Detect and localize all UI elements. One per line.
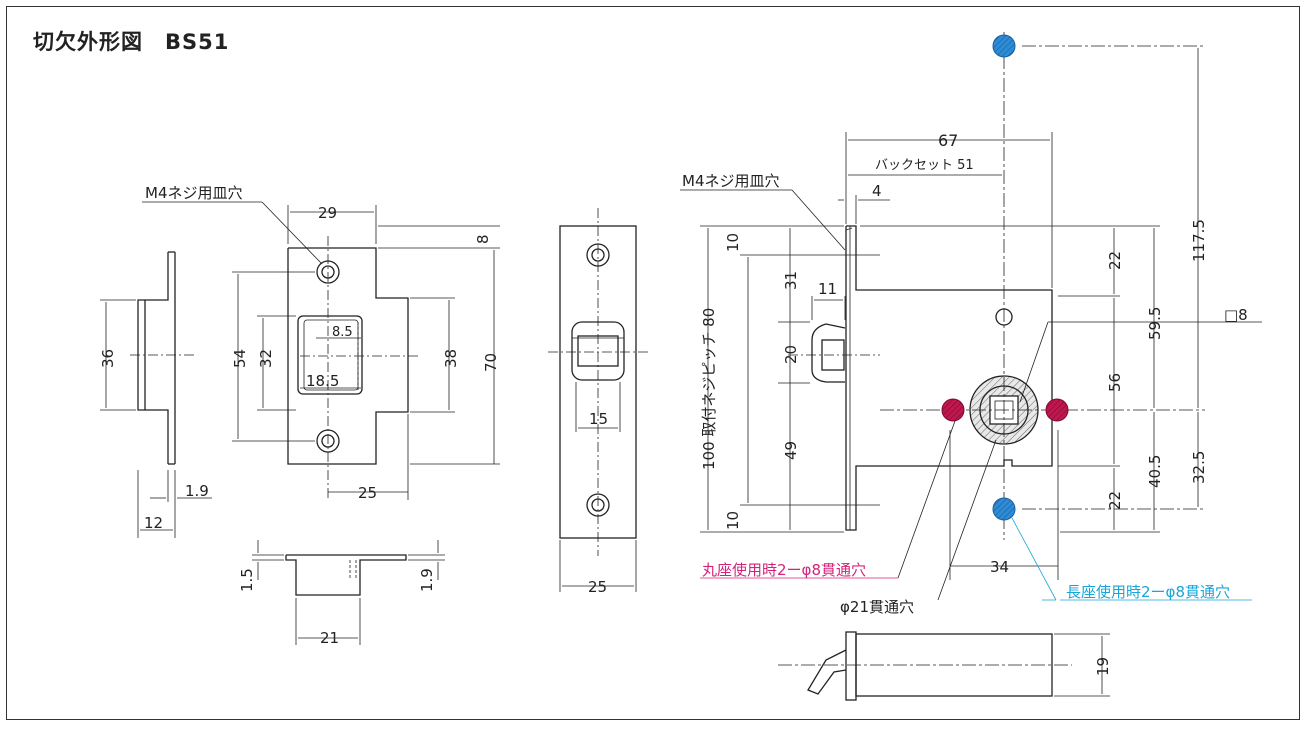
strike-side-dims: [100, 299, 212, 538]
strike-screw-label: M4ネジ用皿穴: [145, 184, 243, 202]
blue-hole-top: [992, 34, 1016, 58]
lock-screw-label: M4ネジ用皿穴: [682, 172, 780, 190]
dim-22-top: 22: [1106, 251, 1124, 270]
dim-1-9-bottom: 1.9: [418, 568, 436, 592]
strike-plate-dims: [232, 205, 500, 500]
dim-32-5: 32.5: [1190, 451, 1208, 484]
dim-8-5: 8.5: [332, 325, 353, 340]
dim-67: 67: [938, 131, 958, 150]
through-hole-label: φ21貫通穴: [840, 598, 914, 616]
dim-22-bottom: 22: [1106, 491, 1124, 510]
front-plate-dims: [548, 208, 650, 592]
strike-bottom-view: [285, 554, 407, 596]
dim-70: 70: [482, 353, 500, 372]
dim-32: 32: [257, 349, 275, 368]
dim-1-5: 1.5: [238, 568, 256, 592]
dim-18-5: 18.5: [306, 372, 339, 390]
drawing-frame: [6, 6, 1300, 720]
dim-25-plate: 25: [588, 578, 607, 596]
drawing-title: 切欠外形図 BS51: [33, 30, 230, 54]
red-hole-right: [1045, 398, 1069, 422]
dim-10-top: 10: [724, 233, 742, 252]
dim-11: 11: [818, 280, 837, 298]
lock-body: [845, 225, 1053, 531]
dim-4: 4: [872, 182, 882, 200]
leaders: [142, 189, 997, 601]
strike-bottom-dims: [252, 540, 445, 645]
round-seat-label: 丸座使用時2ーφ8貫通穴: [702, 561, 866, 579]
dim-59-5: 59.5: [1146, 307, 1164, 340]
dim-36: 36: [99, 349, 117, 368]
red-hole-left: [941, 398, 965, 422]
long-seat-label: 長座使用時2ーφ8貫通穴: [1066, 583, 1230, 601]
strike-plate: [287, 247, 409, 465]
dim-pitch: 100 取付ネジピッチ 80: [700, 308, 718, 470]
dim-19: 19: [1094, 657, 1112, 676]
dim-34: 34: [990, 558, 1009, 576]
dim-backset: バックセット 51: [875, 158, 974, 173]
dim-15: 15: [589, 410, 608, 428]
dim-12: 12: [144, 514, 163, 532]
lock-centerlines: [788, 32, 1205, 540]
dim-21: 21: [320, 629, 339, 647]
dim-25-strike: 25: [358, 484, 377, 502]
dim-8-top: 8: [474, 234, 492, 244]
lock-bottom-dims: [778, 633, 1110, 697]
strike-side-view: [130, 251, 195, 465]
dim-31: 31: [782, 271, 800, 290]
dim-54: 54: [231, 349, 249, 368]
dim-square-8: □8: [1224, 306, 1248, 324]
dim-40-5: 40.5: [1146, 455, 1164, 488]
blue-hole-bottom: [992, 497, 1016, 521]
dim-49: 49: [782, 441, 800, 460]
dim-56: 56: [1106, 373, 1124, 392]
lock-bottom-view: [807, 631, 1053, 701]
dim-38: 38: [442, 349, 460, 368]
dim-20: 20: [782, 345, 800, 364]
dim-10-bottom: 10: [724, 511, 742, 530]
lock-dims: [700, 48, 1262, 580]
dim-29: 29: [318, 204, 337, 222]
dim-1-9-side: 1.9: [185, 482, 209, 500]
dim-117-5: 117.5: [1190, 219, 1208, 262]
latch-bolt: [811, 323, 846, 383]
